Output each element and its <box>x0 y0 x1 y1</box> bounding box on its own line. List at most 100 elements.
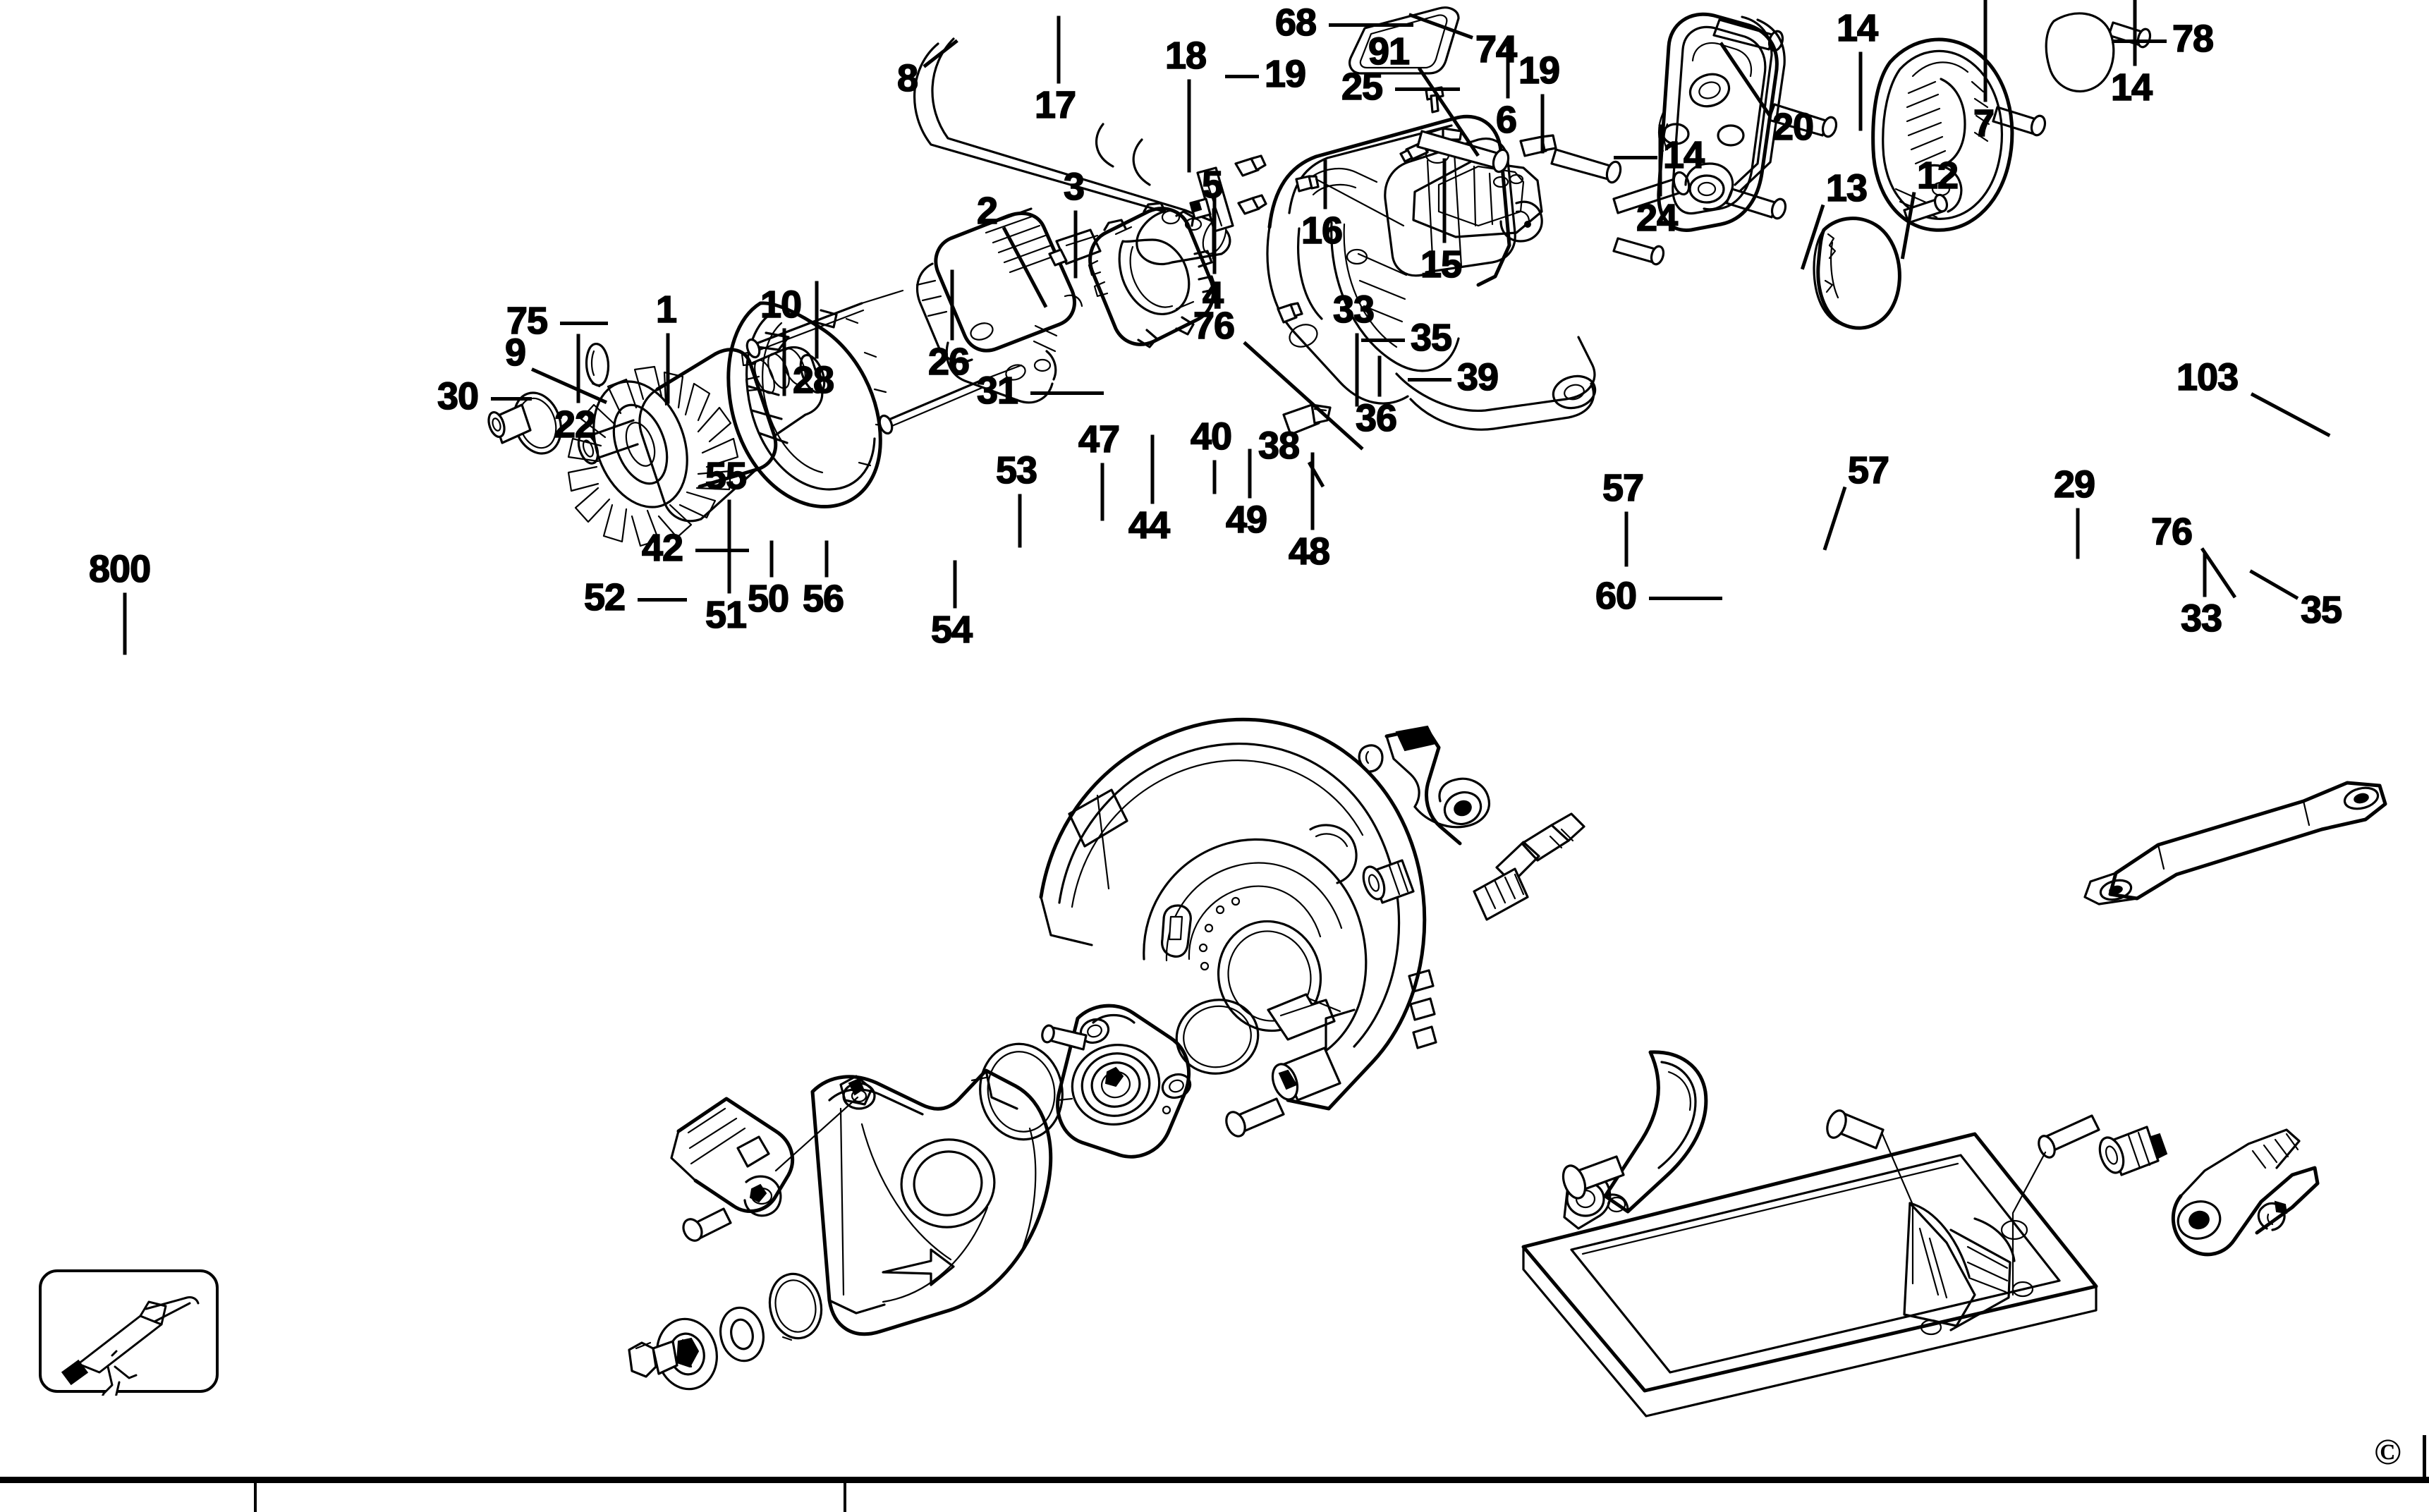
part-40-oring <box>1169 992 1265 1081</box>
part-callout-54: 54 <box>930 609 973 651</box>
leader-line-54 <box>953 560 957 608</box>
leader-line-19 <box>1540 94 1545 153</box>
leader-line-68 <box>1329 23 1413 27</box>
part-callout-68: 68 <box>1274 1 1317 44</box>
part-callout-78: 78 <box>2172 18 2215 60</box>
part-52-bolt <box>629 1341 677 1377</box>
part-31-upper-guard <box>1041 719 1436 1109</box>
part-6-switch <box>1413 161 1542 241</box>
part-callout-33: 33 <box>1332 288 1375 331</box>
part-24-bolt <box>1614 171 1691 213</box>
leader-line-44 <box>1150 434 1155 504</box>
part-callout-30: 30 <box>437 375 480 417</box>
part-callout-20: 20 <box>1772 106 1815 148</box>
part-33-lever-a <box>1387 726 1489 843</box>
part-callout-5: 5 <box>1201 164 1224 206</box>
part-38-plate <box>1268 994 1340 1040</box>
part-callout-800: 800 <box>88 548 152 590</box>
part-callout-29: 29 <box>2053 463 2096 506</box>
part-callout-38: 38 <box>1258 425 1301 467</box>
part-callout-76: 76 <box>2150 511 2193 553</box>
part-35-eclip-b <box>2258 1202 2287 1230</box>
part-callout-31: 31 <box>976 370 1019 412</box>
leader-line-60 <box>1649 596 1722 600</box>
part-54-lower-guard <box>812 1071 1051 1334</box>
leader-line-39 <box>1408 377 1451 382</box>
part-36-holder <box>1474 869 1528 920</box>
leader-line-42 <box>695 548 749 552</box>
part-callout-14: 14 <box>1662 134 1705 176</box>
leader-line-14 <box>1858 51 1863 130</box>
part-33-lever-b <box>2173 1130 2318 1255</box>
part-callout-13: 13 <box>1825 167 1868 209</box>
leader-line-53 <box>1018 494 1022 547</box>
part-callout-53: 53 <box>995 449 1038 492</box>
part-callout-4: 4 <box>1202 274 1224 317</box>
part-callout-57: 57 <box>1602 467 1645 509</box>
part-28-baffle-ring <box>729 303 887 507</box>
leader-line-33 <box>1355 333 1359 406</box>
leader-line-28 <box>815 281 819 358</box>
part-14-bolt-4 <box>1769 104 1839 138</box>
part-callout-19: 19 <box>1264 53 1307 95</box>
leader-line-36 <box>1377 355 1382 396</box>
part-callout-14: 14 <box>2110 66 2153 109</box>
part-callout-39: 39 <box>1456 356 1499 398</box>
footer-divider-1 <box>254 1483 257 1512</box>
part-callout-24: 24 <box>1636 197 1679 239</box>
part-47-bolt <box>1041 1025 1086 1049</box>
leader-line-40 <box>1212 460 1217 494</box>
part-callout-57: 57 <box>1847 449 1890 492</box>
part-callout-17: 17 <box>1034 84 1077 126</box>
leader-line-3 <box>1073 210 1078 278</box>
part-2-field-stator <box>917 209 1082 403</box>
part-callout-35: 35 <box>1410 317 1453 359</box>
footer-rule <box>0 1477 2429 1483</box>
leader-line-55 <box>727 499 731 549</box>
part-callout-42: 42 <box>641 527 684 569</box>
part-callout-25: 25 <box>1341 66 1384 108</box>
part-callout-18: 18 <box>1164 35 1207 77</box>
leader-line-33 <box>2203 553 2207 597</box>
part-callout-26: 26 <box>927 341 970 383</box>
leader-line-24 <box>1658 124 1662 196</box>
part-callout-1: 1 <box>655 288 678 331</box>
part-callout-12: 12 <box>1916 154 1959 197</box>
part-1-armature <box>568 346 829 546</box>
part-callout-33: 33 <box>2180 597 2223 640</box>
part-callout-6: 6 <box>1495 99 1518 141</box>
part-callout-48: 48 <box>1288 530 1331 573</box>
part-7-end-cover <box>1873 39 2012 230</box>
leader-line-15 <box>1442 158 1447 243</box>
leader-line-49 <box>1248 449 1252 498</box>
part-callout-7: 7 <box>1973 102 1995 145</box>
part-14-bolt-6 <box>1993 107 2047 137</box>
part-16-clip-c <box>1278 303 1302 322</box>
leader-line-26 <box>950 269 954 340</box>
part-53-retaining-ring <box>972 1037 1072 1146</box>
leader-line-14 <box>2133 0 2137 66</box>
part-76-bushing-b <box>2095 1127 2167 1176</box>
leader-line-29 <box>2076 508 2080 559</box>
leader-line-75 <box>560 321 608 325</box>
part-callout-40: 40 <box>1190 415 1233 458</box>
part-5-clip <box>1191 199 1210 219</box>
leader-line-31 <box>1030 391 1104 395</box>
part-callout-2: 2 <box>976 190 999 232</box>
part-3-brush <box>1049 230 1100 265</box>
part-callout-19: 19 <box>1518 49 1561 92</box>
part-callout-91: 91 <box>1368 30 1411 73</box>
part-4-brush-plate <box>1089 203 1216 347</box>
part-callout-35: 35 <box>2300 589 2343 631</box>
leader-line-52 <box>638 597 687 602</box>
part-callout-16: 16 <box>1301 209 1344 252</box>
part-callout-74: 74 <box>1475 28 1518 71</box>
part-44-spindle-carrier <box>1058 1006 1194 1157</box>
part-75-retaining-ring <box>587 344 609 386</box>
part-14-bolt-7 <box>2109 23 2152 49</box>
part-callout-50: 50 <box>747 578 790 620</box>
part-103-strap <box>2085 783 2385 904</box>
leader-line-30 <box>491 396 532 401</box>
part-callout-52: 52 <box>583 576 626 618</box>
